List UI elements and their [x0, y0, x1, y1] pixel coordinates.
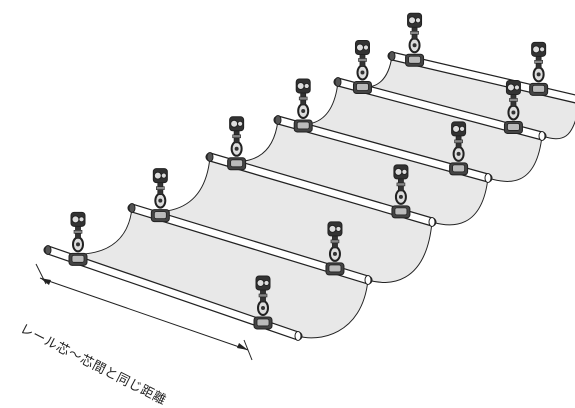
hanger-nut: [156, 186, 165, 190]
pipe-end-cap: [428, 217, 436, 227]
hanger-clamp-face: [408, 55, 421, 64]
hanger-ring-pin: [536, 72, 541, 77]
runner-hanger: [405, 12, 425, 67]
hanger-nut: [298, 96, 308, 101]
runner-wheel: [355, 43, 364, 52]
runner-wheel: [415, 17, 421, 24]
hanger-ring-pin: [456, 151, 461, 156]
pipe-end-cap: [484, 173, 492, 183]
runner-hanger: [503, 79, 523, 134]
runner-wheel: [256, 278, 265, 287]
hanger-ring-pin: [261, 305, 265, 310]
pipe-end-cap: [274, 115, 282, 125]
hanger-ring-pin: [332, 251, 337, 256]
hanger-ring-pin: [398, 194, 403, 199]
hanger-nut: [358, 58, 367, 62]
swag-curtain-illustration: [35, 12, 575, 361]
runner-hanger: [253, 275, 273, 330]
hanger-ring-pin: [234, 146, 239, 151]
runner-hanger: [68, 211, 88, 266]
runner-hanger: [529, 41, 549, 96]
runner-wheel: [539, 46, 546, 53]
runner-wheel: [408, 16, 417, 25]
pipe-end-cap: [538, 131, 546, 141]
runner-wheel: [459, 125, 466, 132]
hanger-nut: [454, 139, 463, 144]
runner-wheel: [401, 168, 408, 175]
pipe-end-cap: [294, 331, 302, 341]
pipe-end-cap: [128, 203, 136, 213]
runner-wheel: [160, 172, 167, 179]
hanger-clamp-face: [153, 211, 167, 220]
hanger-nut: [534, 60, 543, 64]
runner-wheel: [303, 83, 310, 89]
pipe-end-cap: [334, 77, 342, 87]
pipe-end-cap: [44, 245, 52, 255]
hanger-nut: [73, 230, 83, 234]
dimension-arrow-right: [237, 343, 248, 350]
runner-hanger: [227, 116, 247, 171]
hanger-ring-pin: [511, 110, 516, 115]
runner-hanger: [293, 78, 313, 133]
hanger-nut: [258, 293, 268, 298]
runner-hanger: [325, 221, 345, 276]
hanger-nut: [509, 98, 518, 102]
hanger-clamp-face: [296, 121, 310, 130]
runner-hanger: [449, 121, 469, 176]
runner-wheel: [153, 171, 162, 180]
hanger-nut: [396, 182, 406, 187]
runner-wheel: [394, 167, 403, 176]
runner-wheel: [532, 45, 541, 54]
runner-wheel: [514, 84, 520, 91]
runner-hanger: [391, 164, 411, 219]
hanger-clamp-face: [328, 264, 342, 273]
hanger-nut: [330, 239, 340, 244]
hanger-clamp-face: [532, 84, 546, 93]
hanger-ring-pin: [412, 43, 417, 48]
hanger-nut: [232, 134, 241, 139]
runner-wheel: [328, 224, 337, 233]
runner-wheel: [335, 226, 342, 232]
curtain-diagram: レール芯～芯間と同じ距離: [17, 12, 575, 408]
runner-wheel: [363, 44, 369, 51]
fabric-panels: [47, 55, 575, 339]
hanger-ring-pin: [158, 198, 163, 203]
hanger-clamp-face: [356, 83, 369, 91]
hanger-ring-pin: [360, 70, 365, 75]
hanger-clamp-face: [230, 159, 244, 168]
runner-wheel: [237, 120, 244, 127]
hanger-clamp-face: [507, 123, 520, 131]
hanger-ring-pin: [301, 108, 306, 113]
hanger-nut: [410, 30, 419, 35]
runner-hangers: [68, 12, 549, 330]
hanger-clamp-face: [256, 318, 270, 327]
dimension-arrow-left: [40, 278, 51, 285]
dimension-line: [35, 263, 253, 361]
pipe-end-cap: [364, 275, 372, 285]
runner-wheel: [71, 215, 80, 224]
runner-wheel: [296, 81, 305, 90]
pipe-end-cap: [388, 51, 396, 61]
runner-wheel: [263, 280, 270, 286]
hanger-clamp-face: [71, 254, 85, 263]
runner-hanger: [352, 39, 372, 94]
hanger-ring-pin: [76, 242, 80, 247]
dimension-line-stroke: [39, 277, 249, 351]
hanger-clamp-face: [394, 207, 408, 216]
hanger-clamp-face: [452, 164, 466, 173]
pipe-end-cap: [206, 152, 214, 162]
runner-wheel: [452, 124, 461, 133]
runner-hanger: [150, 168, 170, 223]
runner-wheel: [78, 216, 85, 223]
runner-wheel: [230, 119, 239, 128]
runner-wheel: [506, 83, 515, 92]
